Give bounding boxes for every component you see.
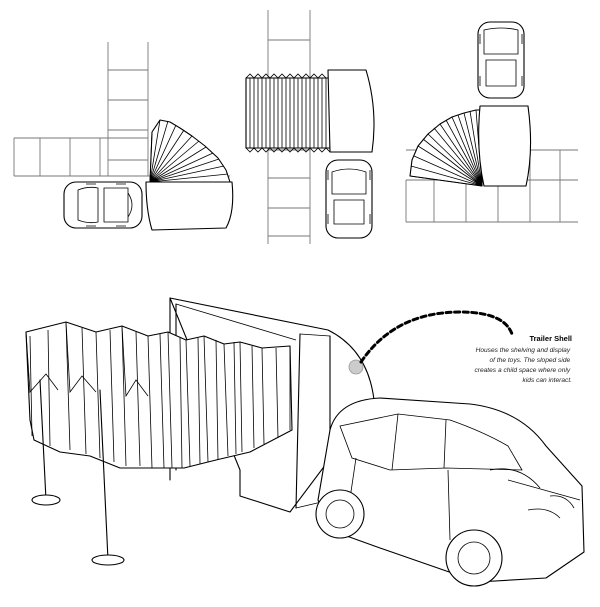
callout-marker <box>348 359 364 375</box>
plan-view-folded <box>13 42 234 231</box>
car-2 <box>325 159 373 239</box>
plan-view-expanded <box>245 10 375 244</box>
callout-title: Trailer Shell <box>529 334 572 343</box>
callout-line: Houses the shelving and display <box>476 347 571 354</box>
trailer-body-2 <box>327 69 375 153</box>
expanded-canopy-2 <box>245 73 331 153</box>
parking-grid-1 <box>13 42 230 177</box>
car-wheel-rear <box>315 489 365 539</box>
smart-car <box>315 397 585 587</box>
trailer-body-1 <box>145 181 234 231</box>
callout-line: of the toys. The sloped side <box>490 357 571 364</box>
perspective-view: Trailer Shell Houses the shelving and di… <box>25 297 585 587</box>
pole-base-right <box>91 554 125 566</box>
pole-base-left <box>31 494 61 506</box>
callout: Trailer Shell Houses the shelving and di… <box>348 310 572 384</box>
callout-line: kids can interact. <box>523 377 573 384</box>
car-1 <box>63 181 143 229</box>
folded-canopy-fan-3 <box>409 109 483 187</box>
car-3 <box>477 21 525 99</box>
trailer-body-3 <box>478 105 532 187</box>
accordion-canopy <box>25 321 293 469</box>
support-poles <box>31 379 125 566</box>
car-wheel-front <box>445 529 503 587</box>
callout-line: creates a child space where only <box>474 367 570 374</box>
plan-view-fanning <box>405 21 578 223</box>
callout-body: Houses the shelving and display of the t… <box>474 347 572 384</box>
callout-leader <box>359 310 514 364</box>
folded-canopy-fan-1 <box>149 119 231 183</box>
